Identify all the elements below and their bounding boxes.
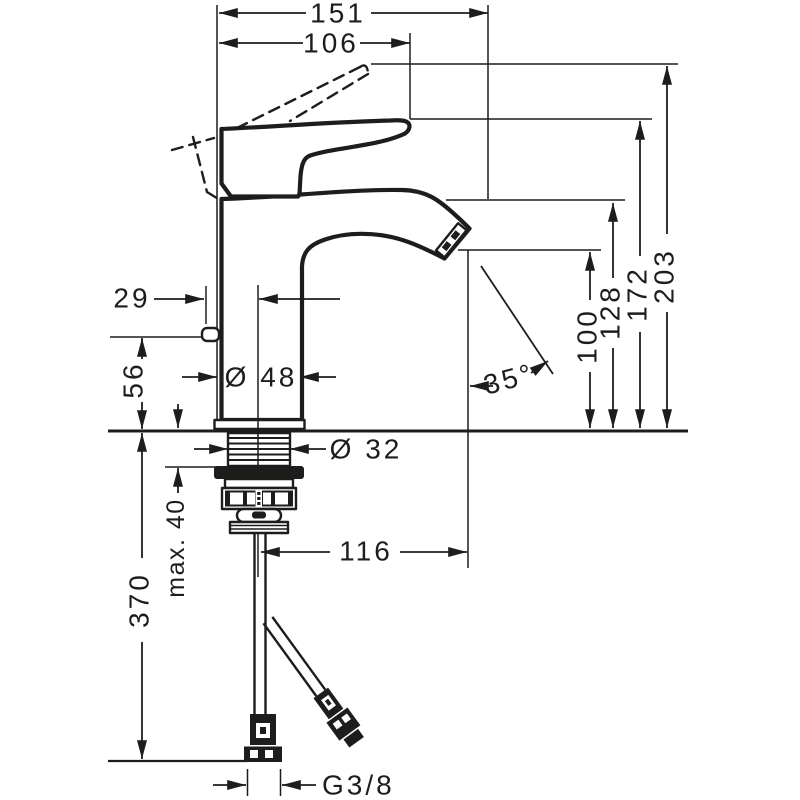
aerator-slot bbox=[441, 241, 452, 252]
angled-nut-slot bbox=[332, 719, 343, 730]
angled-nut bbox=[326, 707, 361, 741]
hose-angled-edge bbox=[262, 622, 318, 697]
dimension-151: 151 bbox=[218, 0, 489, 29]
dashed-base-front bbox=[191, 135, 209, 194]
dimension-label: 151 bbox=[310, 0, 366, 29]
dimension-label: 100 bbox=[572, 308, 603, 364]
water-stream-line bbox=[480, 265, 554, 375]
dimension-label: 128 bbox=[595, 284, 626, 340]
base-plate bbox=[213, 418, 306, 431]
handle-rest-outline bbox=[219, 118, 412, 199]
nut-base-band bbox=[228, 520, 290, 535]
dimensions: 151 106 29 Ø 48 56 370 bbox=[113, 0, 679, 800]
dimension-106: 106 bbox=[218, 28, 411, 59]
body-side-tab bbox=[200, 326, 221, 343]
dimension-label: 56 bbox=[118, 361, 149, 398]
dimension-116: 116 bbox=[260, 536, 468, 567]
horseshoe-slot bbox=[252, 511, 266, 519]
spout-and-body-outline bbox=[219, 187, 472, 423]
dimension-label: 370 bbox=[124, 572, 155, 628]
g38-nut bbox=[244, 746, 282, 762]
dashed-lever-bottom-edge bbox=[288, 72, 370, 123]
dimension-label: 106 bbox=[303, 28, 359, 59]
angled-end-cap bbox=[343, 728, 364, 748]
g38-nut-slot bbox=[265, 750, 273, 758]
dashed-lever-tip bbox=[358, 64, 370, 75]
extension-lines bbox=[110, 5, 678, 796]
hose-angled-edge bbox=[271, 616, 327, 691]
dimension-29: 29 bbox=[113, 283, 340, 314]
dimension-label: 116 bbox=[339, 536, 393, 567]
dimension-100: 100 bbox=[572, 251, 603, 429]
washer bbox=[214, 466, 304, 479]
dimension-label: 203 bbox=[649, 248, 680, 304]
dimension-label: 35° bbox=[480, 357, 538, 400]
dimension-56: 56 bbox=[118, 337, 149, 430]
dimension-203: 203 bbox=[649, 65, 680, 429]
dimension-370: 370 bbox=[124, 432, 155, 760]
dimension-label: Ø 48 bbox=[225, 362, 298, 393]
dimension-label: max. 40 bbox=[162, 498, 190, 597]
dimension-diameter-32: Ø 32 bbox=[194, 434, 403, 465]
dimension-diameter-48: Ø 48 bbox=[182, 362, 336, 393]
g38-nut-slot bbox=[250, 750, 258, 758]
dimension-max-40: max. 40 bbox=[162, 404, 190, 598]
dimension-label: Ø 32 bbox=[330, 434, 403, 465]
dimension-label: 172 bbox=[622, 266, 653, 322]
dimension-label: 29 bbox=[113, 283, 150, 314]
center-rod-dashes bbox=[257, 492, 261, 505]
aerator bbox=[434, 222, 468, 259]
dimension-172: 172 bbox=[622, 120, 653, 429]
dimension-g38: G3/8 bbox=[213, 770, 395, 800]
dashed-lever-top-edge bbox=[235, 65, 362, 130]
vertical-connector-pin bbox=[260, 727, 266, 734]
mounting-hardware bbox=[214, 285, 304, 535]
hose-angled bbox=[262, 616, 364, 748]
aerator-slot bbox=[450, 230, 461, 241]
angled-nut-slot bbox=[341, 713, 351, 724]
dimension-angle-35: 35° bbox=[469, 265, 554, 401]
dimension-label: G3/8 bbox=[322, 770, 395, 800]
dashed-base-bottom bbox=[205, 190, 222, 202]
faucet-body bbox=[200, 118, 472, 431]
supply-hoses bbox=[108, 533, 364, 763]
shank-threads bbox=[229, 437, 289, 461]
dashed-base-top bbox=[170, 136, 216, 152]
nut-collar bbox=[223, 477, 295, 490]
dimension-128: 128 bbox=[595, 202, 626, 429]
angled-connector-pin bbox=[324, 698, 332, 706]
